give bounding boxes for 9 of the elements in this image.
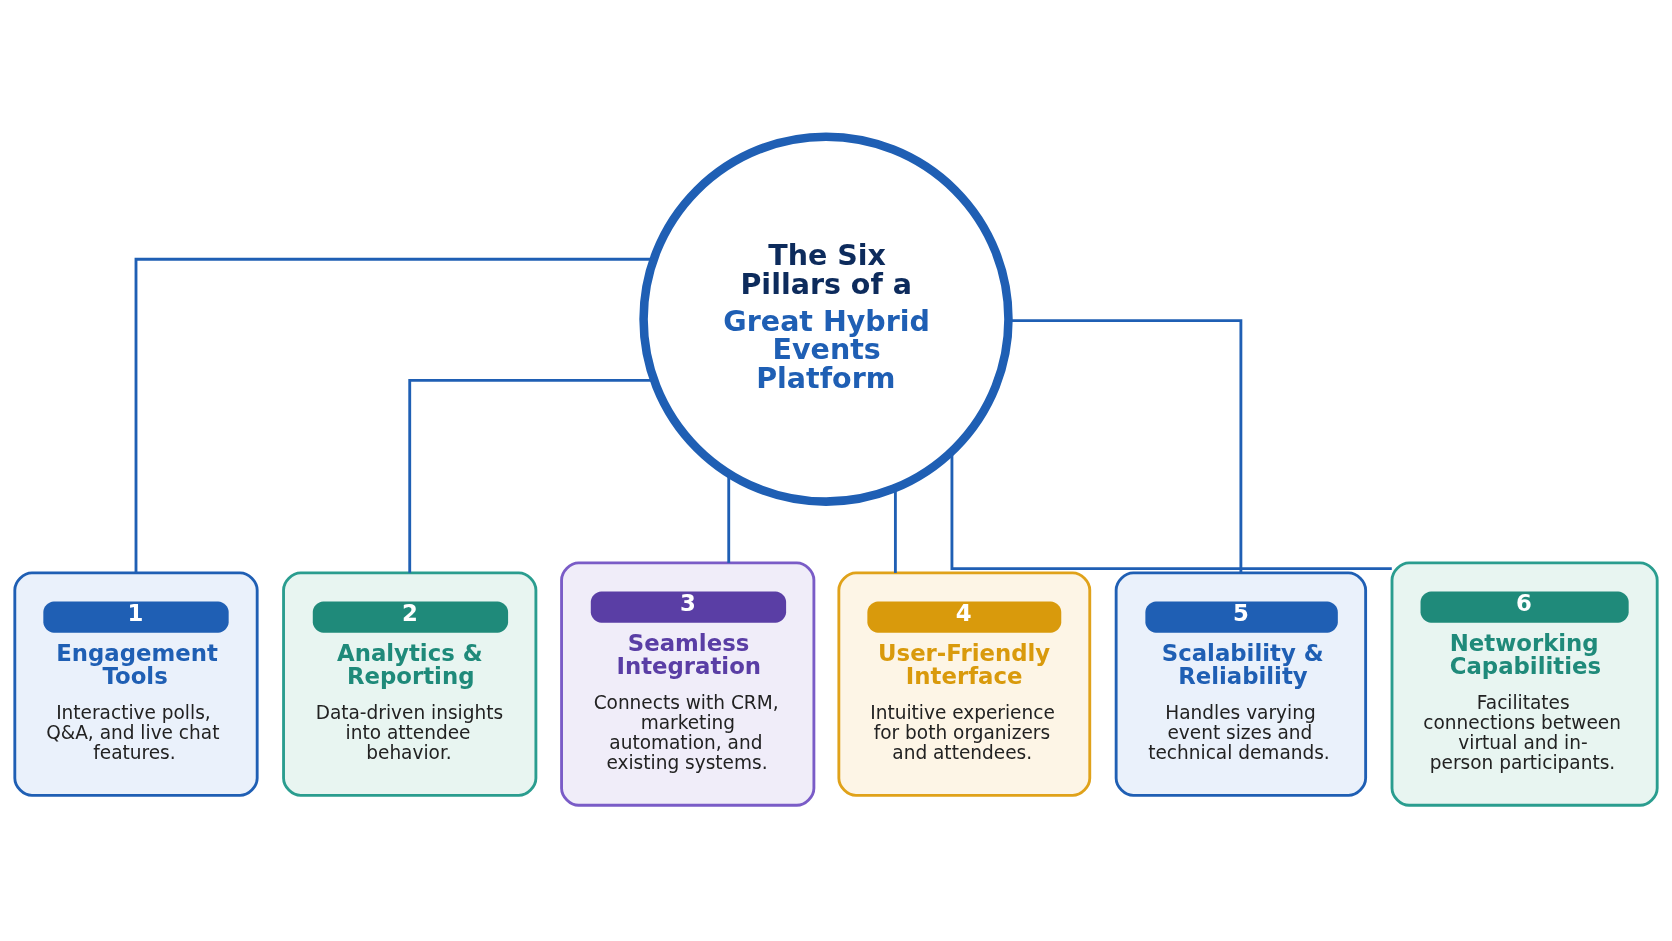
node-box: 6 Networking Capabilities Facilitates connections between virtual and in-person participants. [1390, 561, 1659, 807]
node-box: 3 Seamless Integration Connects with CRM, marketing automation, and existing systems. [560, 561, 816, 807]
connector [408, 378, 654, 573]
node-box: 2 Analytics & Reporting Data-driven insights into attendee behavior. [282, 571, 538, 797]
node-circle: The Six Pillars of a Great Hybrid Events Platform [639, 131, 1013, 506]
node-box: 1 Engagement Tools Interactive polls, Q&A, and live chat features. [13, 571, 259, 797]
connector [134, 257, 654, 572]
node-box: 5 Scalability & Reliability Handles varying event sizes and technical demands. [1114, 571, 1368, 797]
node-box: 4 User-Friendly Interface Intuitive experience for both organizers and attendees. [837, 571, 1092, 797]
